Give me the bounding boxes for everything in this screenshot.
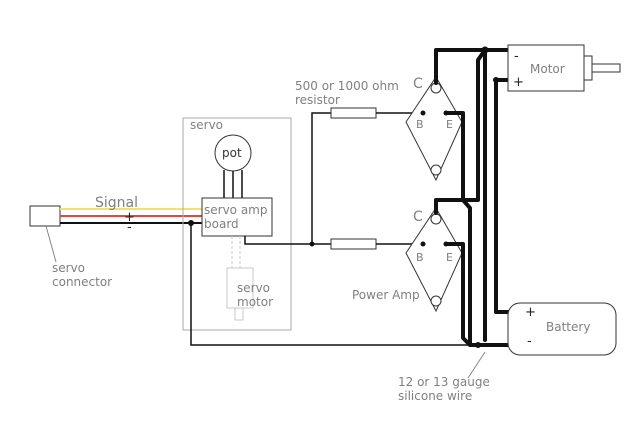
servo-motor-label-line2: motor	[237, 295, 273, 309]
pot-label: pot	[222, 146, 242, 160]
servo-connector	[29, 205, 61, 227]
ground-junction-dot	[188, 220, 194, 226]
resistor-1-feed	[311, 112, 331, 244]
transistor-1-hole-bottom	[430, 164, 442, 176]
transistor-2-pin-b	[420, 241, 426, 247]
transistor-2-e-label: E	[446, 251, 453, 264]
resistor-junction-dot	[309, 241, 315, 247]
motor-plus-junction-dot	[493, 77, 499, 83]
servo-motor-label-line1: servo	[237, 281, 270, 295]
servo-amp-label-line1: servo amp	[204, 203, 268, 217]
transistor-1-e-label: E	[446, 118, 453, 131]
transistor-2	[405, 207, 463, 313]
transistor-1-pin-b	[420, 110, 426, 116]
transistor-1	[405, 76, 463, 182]
servo-housing	[182, 117, 292, 331]
emitter-bus	[461, 198, 510, 347]
connector-plus-sign: +	[124, 210, 135, 225]
battery-body	[507, 302, 617, 356]
transistor-2-hole-top	[430, 213, 442, 225]
amp-output-wire	[244, 236, 312, 245]
wire-note-line2: silicone wire	[398, 389, 472, 403]
power-amp-label: Power Amp	[352, 288, 420, 302]
transistor-1-c-label: C	[413, 76, 423, 92]
motor-plus-wire	[494, 78, 510, 314]
collector-2-wire	[434, 48, 487, 215]
resistor-2	[330, 238, 377, 250]
transistor-1-b-label: B	[416, 118, 424, 131]
transistor-2-hole-bottom	[430, 295, 442, 307]
servo-amp-label-line2: board	[204, 217, 239, 231]
motor-label: Motor	[530, 62, 565, 76]
servo-motor-shaft	[234, 307, 244, 321]
resistor-label-line2: resistor	[295, 93, 340, 107]
servo-amp-board	[201, 197, 273, 237]
emitter-junction-dot	[475, 342, 481, 348]
servo-housing-label: servo	[190, 118, 223, 132]
battery-plus-sign: +	[525, 305, 536, 320]
collector-junction-dot	[481, 46, 489, 54]
servo-connector-label-line1: servo	[52, 261, 85, 275]
battery-label: Battery	[546, 320, 590, 334]
battery-minus-sign: -	[527, 334, 532, 349]
wire-note-leader	[467, 351, 486, 379]
connector-minus-sign: -	[127, 220, 132, 235]
servo-connector-label-line2: connector	[52, 275, 112, 289]
resistor-1	[330, 107, 377, 119]
wire-note-line1: 12 or 13 gauge	[398, 375, 490, 389]
transistor-2-b-label: B	[416, 251, 424, 264]
motor-shaft-collar	[583, 55, 593, 81]
motor-body	[507, 44, 585, 92]
signal-label: Signal	[95, 195, 138, 211]
servo-connector-leader	[45, 225, 57, 263]
emitter-2-wire	[444, 242, 472, 347]
motor-minus-sign: -	[514, 49, 519, 64]
motor-shaft	[591, 63, 621, 73]
collector-bus	[434, 48, 487, 85]
motor-plus-sign: +	[513, 75, 524, 90]
transistor-2-c-label: C	[413, 209, 423, 225]
emitter-1-wire	[444, 111, 465, 202]
resistor-label-line1: 500 or 1000 ohm	[295, 79, 399, 93]
ground-wire	[190, 223, 478, 346]
